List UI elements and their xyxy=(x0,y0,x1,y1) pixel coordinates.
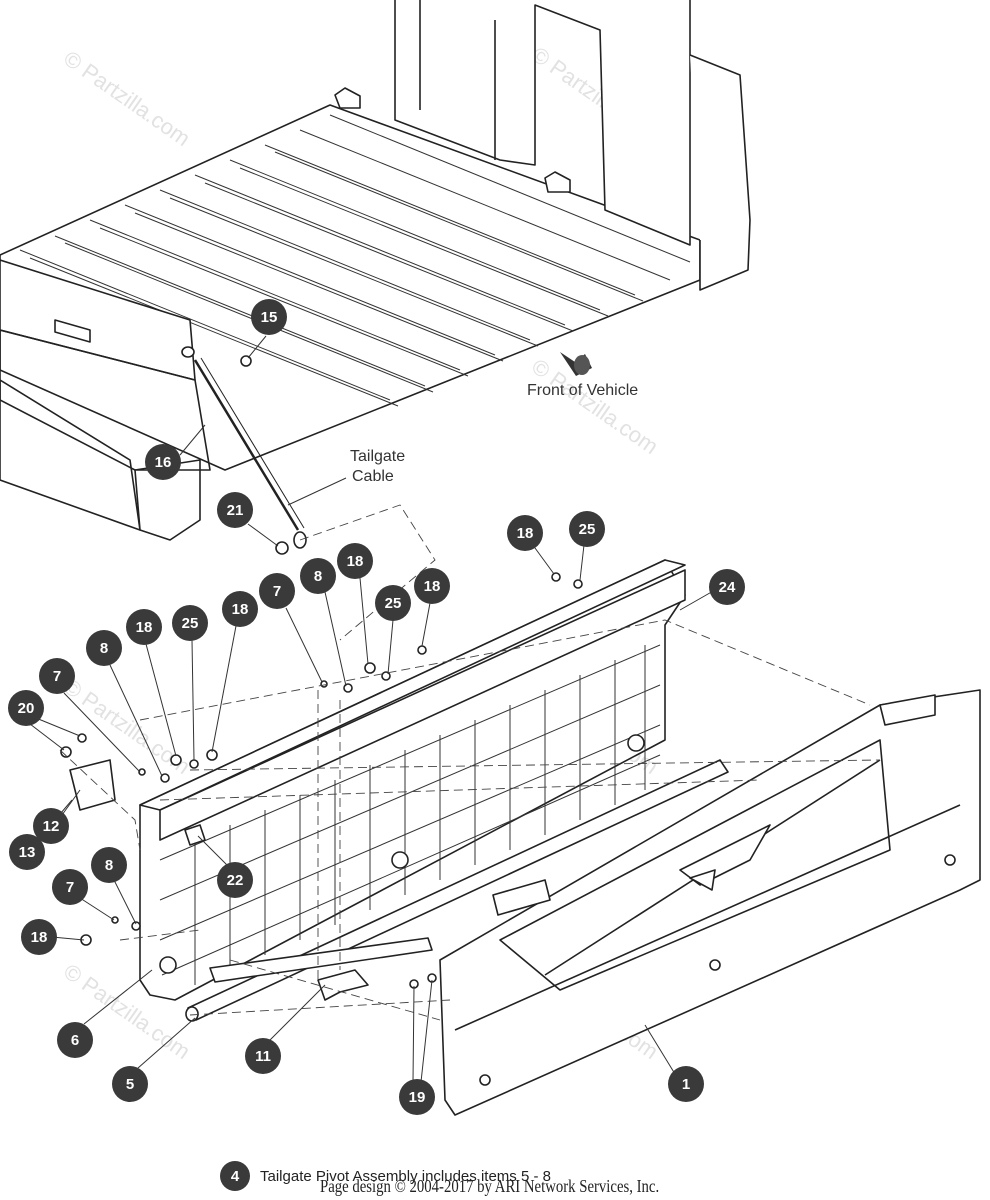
callout-18: 18 xyxy=(126,609,162,645)
callout-8: 8 xyxy=(91,847,127,883)
callout-13: 13 xyxy=(9,834,45,870)
callout-1: 1 xyxy=(668,1066,704,1102)
callout-22: 22 xyxy=(217,862,253,898)
callout-5: 5 xyxy=(112,1066,148,1102)
svg-text:19: 19 xyxy=(409,1089,426,1106)
svg-text:18: 18 xyxy=(424,578,441,595)
callout-6: 6 xyxy=(57,1022,93,1058)
watermark: © Partzilla.com xyxy=(59,46,195,152)
copyright-text: Page design © 2004-2017 by ARI Network S… xyxy=(320,1176,660,1196)
tailgate-cable-label-line2: Cable xyxy=(352,468,394,485)
callout-25: 25 xyxy=(569,511,605,547)
assembly-note-text: Tailgate Pivot Assembly includes items 5… xyxy=(260,1167,551,1185)
leader-lines xyxy=(29,335,716,1083)
svg-text:18: 18 xyxy=(517,525,534,542)
tailgate-inner-frame xyxy=(139,559,686,1001)
callout-12: 12 xyxy=(33,808,69,844)
svg-text:12: 12 xyxy=(43,818,60,835)
svg-text:25: 25 xyxy=(182,615,199,632)
front-of-vehicle-label: Front of Vehicle xyxy=(527,382,638,399)
svg-text:6: 6 xyxy=(71,1032,79,1049)
callout-8: 8 xyxy=(86,630,122,666)
svg-text:13: 13 xyxy=(19,844,36,861)
svg-text:18: 18 xyxy=(347,553,364,570)
svg-text:7: 7 xyxy=(66,879,74,896)
callout-11: 11 xyxy=(245,1038,281,1074)
svg-text:8: 8 xyxy=(100,640,108,657)
svg-text:24: 24 xyxy=(719,579,736,596)
callout-7: 7 xyxy=(39,658,75,694)
callout-8: 8 xyxy=(300,558,336,594)
svg-text:20: 20 xyxy=(18,700,35,717)
callout-7: 7 xyxy=(259,573,295,609)
callout-19: 19 xyxy=(399,1079,435,1115)
callout-25: 25 xyxy=(375,585,411,621)
svg-text:18: 18 xyxy=(136,619,153,636)
bolts xyxy=(60,355,583,989)
svg-text:7: 7 xyxy=(53,668,61,685)
callout-18: 18 xyxy=(222,591,258,627)
callout-21: 21 xyxy=(217,492,253,528)
callout-15: 15 xyxy=(251,299,287,335)
svg-text:25: 25 xyxy=(385,595,402,612)
callout-18: 18 xyxy=(507,515,543,551)
assembly-lines xyxy=(59,504,881,1021)
tailgate-cable-label-line1: Tailgate xyxy=(350,448,405,465)
callouts: 15 16 21 18 25 7 8 18 25 18 24 8 18 25 1… xyxy=(8,299,745,1115)
assembly-note: 4 Tailgate Pivot Assembly includes items… xyxy=(220,1160,551,1192)
svg-text:16: 16 xyxy=(155,454,172,471)
callout-16: 16 xyxy=(145,444,181,480)
watermark: © Partzilla.com xyxy=(527,354,663,460)
svg-text:18: 18 xyxy=(31,929,48,946)
svg-text:5: 5 xyxy=(126,1076,134,1093)
svg-text:7: 7 xyxy=(273,583,281,600)
svg-text:18: 18 xyxy=(232,601,249,618)
svg-text:11: 11 xyxy=(255,1048,271,1065)
svg-text:1: 1 xyxy=(682,1076,690,1093)
callout-18: 18 xyxy=(414,568,450,604)
callout-4: 4 xyxy=(220,1161,250,1191)
callout-18: 18 xyxy=(337,543,373,579)
callout-24: 24 xyxy=(709,569,745,605)
tailgate-outer-panel xyxy=(439,689,981,1116)
callout-25: 25 xyxy=(172,605,208,641)
callout-20: 20 xyxy=(8,690,44,726)
svg-text:15: 15 xyxy=(261,309,278,326)
cargo-bed xyxy=(0,0,751,541)
callout-7: 7 xyxy=(52,869,88,905)
hinge-bracket xyxy=(69,759,206,846)
svg-text:22: 22 xyxy=(227,872,244,889)
front-arrow-icon xyxy=(560,352,592,376)
callout-18: 18 xyxy=(21,919,57,955)
latch-handle xyxy=(209,937,433,1001)
svg-text:25: 25 xyxy=(579,521,596,538)
svg-text:8: 8 xyxy=(105,857,113,874)
svg-text:21: 21 xyxy=(227,502,244,519)
svg-text:8: 8 xyxy=(314,568,322,585)
